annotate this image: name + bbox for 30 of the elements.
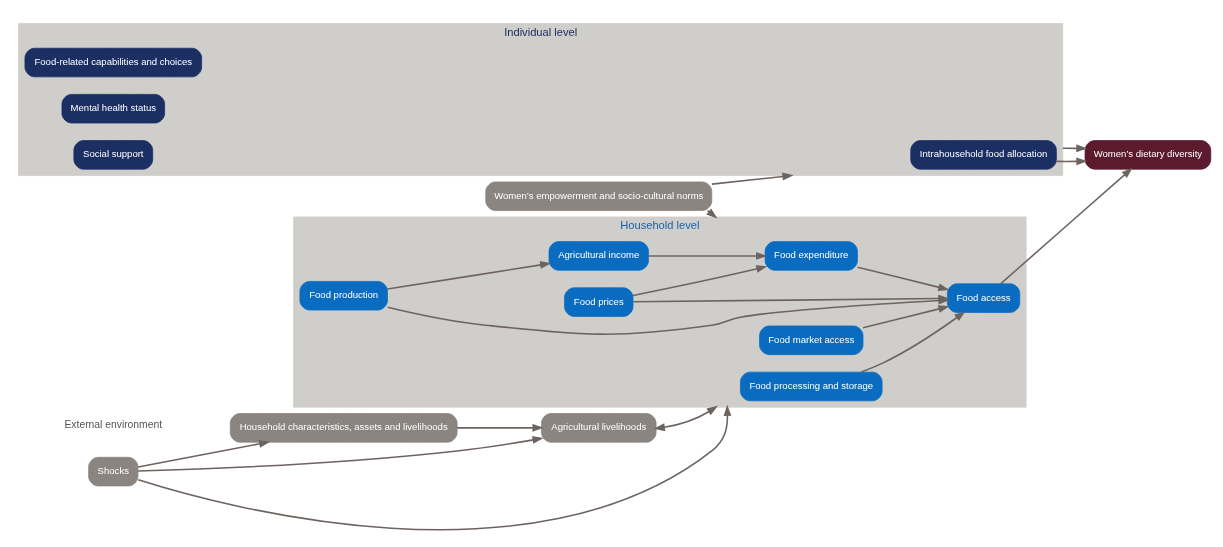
node-box: Household characteristics, assets and livelihoods (229, 413, 458, 443)
arrow (456, 423, 544, 432)
arrow (1055, 157, 1088, 166)
arrow (632, 265, 768, 297)
arrow (1000, 167, 1133, 285)
arrow (862, 305, 950, 329)
arrow (137, 436, 544, 472)
arrow (653, 405, 718, 432)
node-box: Mental health status (61, 93, 165, 124)
node-box: Food-related capabilities and choices (24, 47, 203, 78)
arrow (856, 266, 950, 291)
node-box: Food production (299, 281, 388, 311)
arrow (386, 261, 552, 290)
node-box: Intrahousehold food allocation (910, 140, 1057, 170)
node-box: Food market access (759, 325, 864, 356)
node-box: Social support (73, 140, 154, 170)
arrow (711, 172, 794, 185)
arrow (860, 311, 966, 373)
arrow (137, 404, 732, 531)
node-box: Agricultural income (548, 241, 649, 271)
node-box: Food processing and storage (740, 371, 883, 402)
node-box: Food access (946, 283, 1021, 313)
node-box: Food expenditure (764, 241, 858, 271)
arrow (137, 440, 271, 468)
arrow (647, 252, 768, 260)
node-box: Shocks (88, 456, 139, 487)
node-box: Agricultural livelihoods (541, 413, 657, 443)
node-box: Food prices (564, 287, 634, 317)
label: External environment (64, 419, 163, 431)
node-box: Women’s dietary diversity (1084, 140, 1212, 170)
